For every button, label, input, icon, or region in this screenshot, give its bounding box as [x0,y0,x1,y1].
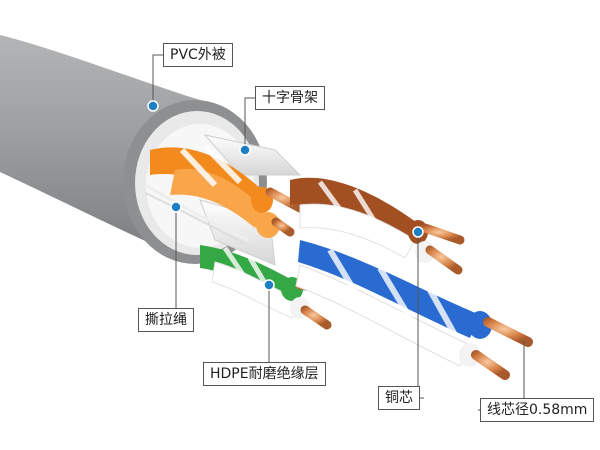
orange-pair [150,143,305,238]
brown-pair [290,177,465,275]
cross-separator-label: 十字骨架 [255,86,325,110]
pvc-jacket-label: PVC外被 [163,43,233,67]
ripcord [144,183,251,247]
hdpe-insulation-label: HDPE耐磨绝缘层 [203,362,326,386]
conductor-diameter-label: 线芯径0.58mm [480,398,595,422]
copper-core-label: 铜芯 [378,386,420,410]
ripcord-label: 撕拉绳 [138,308,194,332]
marker-dots [147,100,424,291]
blue-pair [295,240,533,380]
